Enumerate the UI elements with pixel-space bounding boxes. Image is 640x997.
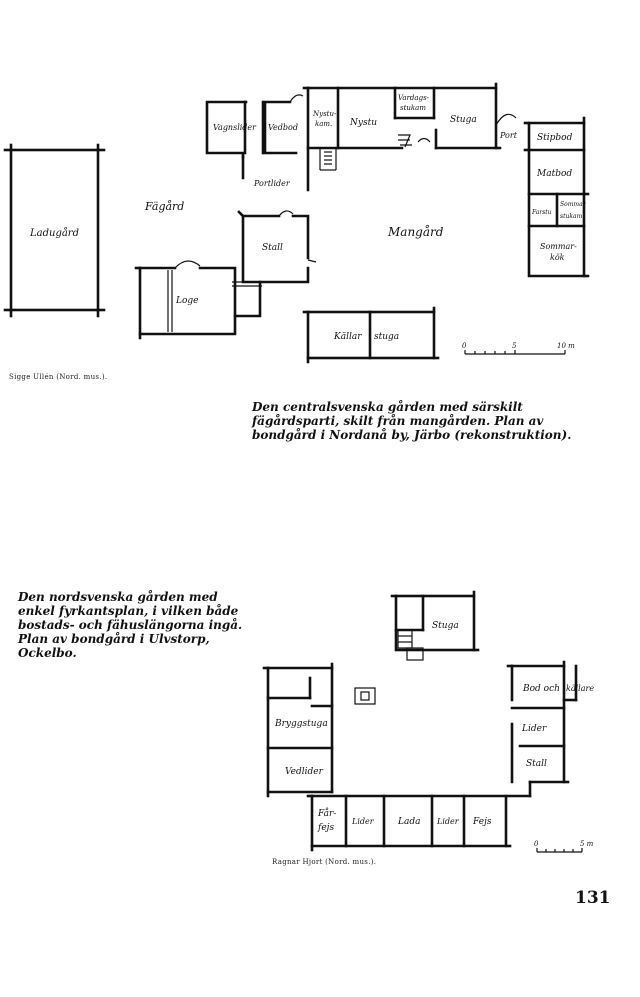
caption-north-swedish-farm: Den nordsvenska gården med enkel fyrkant…: [18, 590, 243, 660]
label-nystu: Nystu: [349, 118, 377, 128]
label-lider-right: Lider: [521, 724, 547, 734]
label-nystukam-1: Nystu-: [312, 110, 337, 118]
scale-1-zero: 0: [462, 342, 467, 350]
label-ladugard: Ladugård: [29, 227, 79, 239]
label-port: Port: [499, 131, 518, 140]
label-fagard: Fägård: [144, 200, 184, 213]
scale-bar-2: [536, 848, 583, 853]
scale-2-zero: 0: [534, 840, 539, 848]
label-kallar: Källar: [333, 332, 362, 342]
label-portlider: Portlider: [253, 179, 291, 188]
label-stall: Stall: [262, 243, 283, 253]
label-kallarstuga: stuga: [374, 332, 399, 342]
scale-1-mid: 5: [512, 342, 517, 350]
label-stuga-2: Stuga: [432, 621, 459, 631]
well-symbol: [354, 687, 376, 705]
building-left-range: [262, 662, 334, 798]
label-matbod: Matbod: [536, 169, 572, 179]
building-dwelling: [302, 82, 502, 192]
building-ladugard: [3, 143, 106, 318]
building-loge: [134, 260, 262, 340]
building-bottom-range: [306, 794, 532, 852]
label-mangard: Mangård: [387, 224, 444, 239]
label-sommarkok-2: kök: [550, 253, 565, 262]
credit-sigge-ullen: Sigge Ullén (Nord. mus.).: [9, 373, 108, 381]
label-vagnslider: Vagnslider: [213, 123, 257, 132]
caption-central-swedish-farm: Den centralsvenska gården med särskilt f…: [252, 400, 572, 442]
label-kallare: källare: [566, 684, 594, 693]
page-number: 131: [575, 888, 611, 908]
building-right-range: Port: [495, 113, 590, 278]
label-bryggstuga: Bryggstuga: [274, 719, 328, 729]
label-stipbod: Stipbod: [537, 133, 573, 143]
label-sommarkok-1: Sommar-: [540, 242, 577, 251]
label-vardagsstukam-1: Vardags-: [398, 94, 430, 102]
label-farfejs-1: Får-: [317, 807, 336, 819]
building-stall: [232, 210, 317, 287]
plan-nordana-jarbo: Ladugård Fägård Vagnslider Vedbod Nystu-: [3, 82, 590, 364]
label-lada: Lada: [397, 817, 420, 827]
label-stuga: Stuga: [450, 115, 477, 125]
label-vedlider: Vedlider: [285, 767, 324, 777]
building-right-range-2: [506, 660, 578, 798]
scale-bar-1: [464, 350, 566, 355]
label-lider-1: Lider: [351, 817, 375, 826]
label-loge: Loge: [175, 296, 198, 306]
building-stuga: [390, 590, 480, 661]
plan-ulvstorp-ockelbo: Stuga Bryggstuga Vedlider Bod och källar…: [262, 590, 594, 853]
label-farstu: Farstu: [531, 209, 552, 216]
label-sommarstukam-1: Sommar: [560, 201, 587, 208]
label-lider-2: Lider: [436, 817, 460, 826]
label-farfejs-2: fejs: [317, 823, 334, 833]
label-sommarstukam-2: stukam: [560, 213, 583, 220]
label-bod-och: Bod och: [522, 684, 560, 694]
label-fejs: Fejs: [472, 817, 492, 827]
label-nystukam-2: kam.: [315, 120, 332, 128]
scale-1-end: 10 m: [557, 342, 575, 350]
label-vardagsstukam-2: stukam: [400, 104, 426, 112]
scale-2-end: 5 m: [580, 840, 594, 848]
label-vedbod: Vedbod: [268, 123, 298, 132]
building-kallarstuga: [302, 306, 440, 364]
credit-ragnar-hjort: Ragnar Hjort (Nord. mus.).: [272, 858, 377, 866]
label-stall-2: Stall: [526, 759, 547, 769]
building-vagnslider-vedbod: [205, 94, 304, 180]
